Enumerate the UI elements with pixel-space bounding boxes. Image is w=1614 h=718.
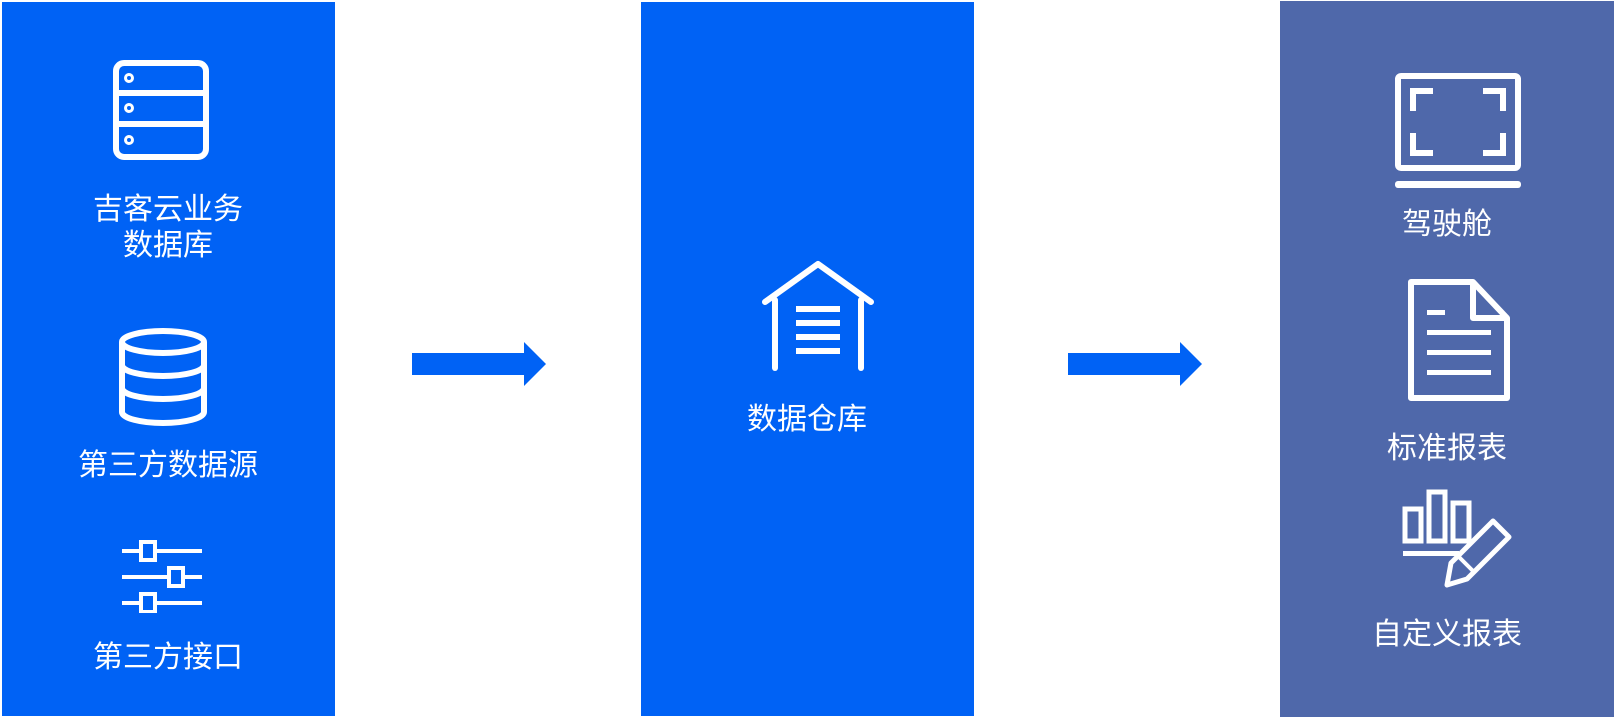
sliders-icon <box>122 540 202 613</box>
source-label-third-party-data: 第三方数据源 <box>78 448 258 483</box>
warehouse-label: 数据仓库 <box>747 402 867 437</box>
outputs-panel: 驾驶舱 标准报表 自定义报表 <box>1280 1 1614 717</box>
monitor-icon <box>1395 73 1521 188</box>
source-label-line2: 数据库 <box>123 228 213 263</box>
arrow-right-icon <box>1068 342 1202 386</box>
data-warehouse-panel: 数据仓库 <box>641 2 974 716</box>
source-label-third-party-api: 第三方接口 <box>93 640 243 675</box>
source-label-line1: 吉客云业务 <box>93 192 243 227</box>
warehouse-icon <box>762 261 874 371</box>
data-sources-panel: 吉客云业务 数据库 第三方数据源 第三方接口 <box>2 2 335 716</box>
server-icon <box>113 60 209 160</box>
output-label-cockpit: 驾驶舱 <box>1402 207 1492 242</box>
arrow-right-icon <box>412 342 546 386</box>
source-label-business-db: 吉客云业务 数据库 <box>18 192 318 264</box>
output-label-custom-report: 自定义报表 <box>1372 617 1522 652</box>
output-label-standard-report: 标准报表 <box>1387 431 1507 466</box>
chart-edit-icon <box>1402 489 1512 588</box>
document-icon <box>1408 279 1510 401</box>
database-icon <box>119 328 207 426</box>
